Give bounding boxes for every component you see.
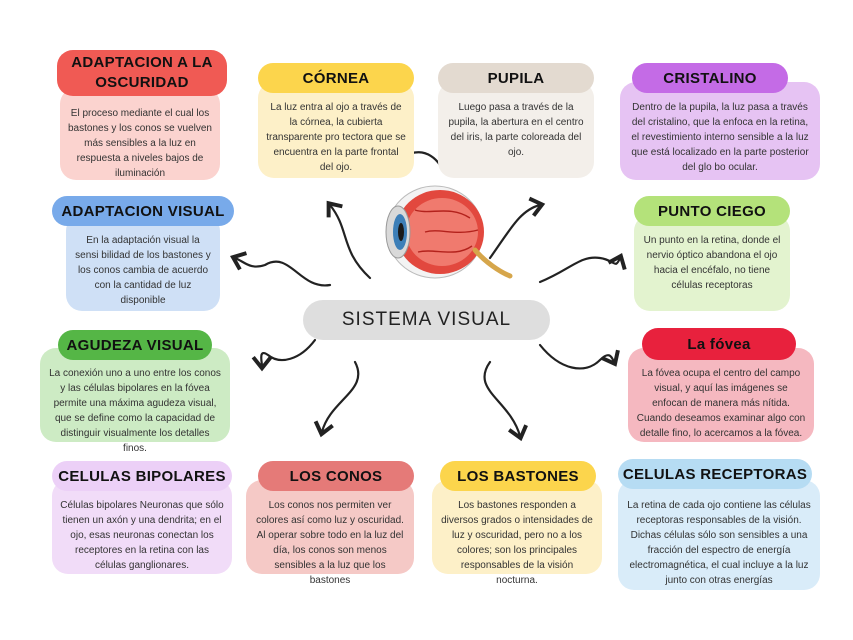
card-text: La luz entra al ojo a través de la córne… <box>266 102 406 173</box>
card-text: La retina de cada ojo contiene las célul… <box>627 500 811 586</box>
card-adaptacion-oscuridad: El proceso mediante el cual los bastones… <box>60 88 220 180</box>
eye-icon <box>385 185 513 279</box>
arrow-to-cornea <box>326 200 372 280</box>
card-text: Dentro de la pupila, la luz pasa a travé… <box>631 102 809 173</box>
title-adaptacion-visual: ADAPTACION VISUAL <box>52 196 234 226</box>
arrow-to-fovea <box>538 343 620 370</box>
arrow-to-cristalino <box>488 196 546 260</box>
title-cristalino: CRISTALINO <box>632 63 788 93</box>
title-los-bastones: LOS BASTONES <box>440 461 596 491</box>
card-text: La conexión uno a uno entre los conos y … <box>49 368 221 454</box>
center-title: SISTEMA VISUAL <box>303 300 550 340</box>
title-agudeza-visual: AGUDEZA VISUAL <box>58 330 212 360</box>
card-text: Células bipolares Neuronas que sólo tien… <box>60 500 224 571</box>
card-los-conos: Los conos nos permiten ver colores así c… <box>246 480 414 586</box>
card-celulas-bipolares: Células bipolares Neuronas que sólo tien… <box>52 480 232 574</box>
card-text: En la adaptación visual la sensi bilidad… <box>75 235 211 306</box>
card-celulas-receptoras: La retina de cada ojo contiene las célul… <box>618 480 820 590</box>
card-pupila: Luego pasa a través de la pupila, la abe… <box>438 82 594 178</box>
arrow-to-adaptacion-visual <box>230 251 332 287</box>
card-text: Un punto en la retina, donde el nervio ó… <box>643 235 781 291</box>
card-text: Los bastones responden a diversos grados… <box>441 500 593 586</box>
title-adaptacion-oscuridad: ADAPTACION A LA OSCURIDAD <box>57 50 227 96</box>
card-cristalino: Dentro de la pupila, la luz pasa a travé… <box>620 82 820 180</box>
card-adaptacion-visual: En la adaptación visual la sensi bilidad… <box>66 215 220 311</box>
title-celulas-receptoras: CELULAS RECEPTORAS <box>618 459 812 489</box>
card-los-bastones: Los bastones responden a diversos grados… <box>432 480 602 586</box>
card-punto-ciego: Un punto en la retina, donde el nervio ó… <box>634 215 790 311</box>
arrow-to-agudeza <box>251 338 317 372</box>
card-text: La fóvea ocupa el centro del campo visua… <box>636 368 806 439</box>
arrow-to-los-bastones <box>483 360 528 442</box>
title-cornea: CÓRNEA <box>258 63 414 93</box>
title-fovea: La fóvea <box>642 328 796 360</box>
arrow-to-los-conos <box>313 360 360 438</box>
card-cornea: La luz entra al ojo a través de la córne… <box>258 82 414 178</box>
arrow-to-punto-ciego <box>538 253 627 284</box>
card-text: El proceso mediante el cual los bastones… <box>68 108 212 179</box>
title-los-conos: LOS CONOS <box>258 461 414 491</box>
card-agudeza-visual: La conexión uno a uno entre los conos y … <box>40 348 230 454</box>
card-text: Los conos nos permiten ver colores así c… <box>256 500 404 586</box>
title-celulas-bipolares: CELULAS BIPOLARES <box>52 461 232 491</box>
card-text: Luego pasa a través de la pupila, la abe… <box>448 102 584 158</box>
card-fovea: La fóvea ocupa el centro del campo visua… <box>628 348 814 442</box>
title-pupila: PUPILA <box>438 63 594 93</box>
title-punto-ciego: PUNTO CIEGO <box>634 196 790 226</box>
